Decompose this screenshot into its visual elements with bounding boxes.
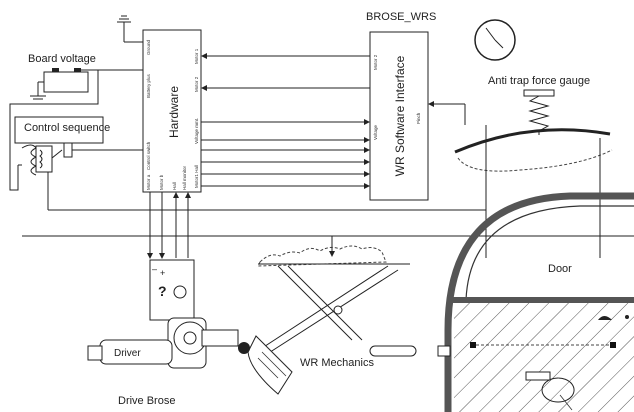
hardware-label: Hardware <box>167 86 181 138</box>
svg-text:Hall monitor: Hall monitor <box>182 165 187 190</box>
control-sequence-label: Control sequence <box>24 122 110 134</box>
svg-text:Control switch: Control switch <box>146 141 151 170</box>
svg-text:Motor b: Motor b <box>159 174 164 190</box>
svg-text:Motor 1: Motor 1 <box>194 48 199 64</box>
svg-text:Battery plus: Battery plus <box>146 73 151 98</box>
wr-mechanics-label: WR Mechanics <box>300 357 374 369</box>
control-sequence: Control sequence <box>14 116 143 176</box>
svg-text:Motor 2: Motor 2 <box>194 76 199 92</box>
hardware-block: Hardware Ground Battery plus Control swi… <box>142 29 202 193</box>
svg-text:Motor a: Motor a <box>146 174 151 190</box>
svg-text:Ground: Ground <box>146 39 151 55</box>
svg-text:–: – <box>152 264 157 274</box>
svg-text:Motor1 Hall: Motor1 Hall <box>194 165 199 188</box>
svg-text:Voltage mmt.: Voltage mmt. <box>194 118 199 144</box>
door-label: Door <box>548 263 572 275</box>
svg-text:Hall: Hall <box>172 182 177 190</box>
svg-text:Voltage: Voltage <box>373 124 378 140</box>
anti-trap-label: Anti trap force gauge <box>488 75 590 87</box>
question-mark: ? <box>158 283 167 299</box>
board-voltage-label: Board voltage <box>28 53 96 65</box>
svg-text:Motor 2: Motor 2 <box>373 54 378 70</box>
battery-icon: Board voltage <box>28 53 143 100</box>
wr-mechanics: WR Mechanics <box>238 236 451 395</box>
wrs-block: BROSE_WRS WR Software Interface Motor 2 … <box>366 11 436 201</box>
signal-lines <box>201 53 466 189</box>
anti-trap-gauge: Anti trap force gauge <box>454 19 613 258</box>
brose-wrs-label: BROSE_WRS <box>366 11 436 23</box>
driver-label: Driver <box>114 348 141 359</box>
svg-text:Pinch: Pinch <box>416 112 421 124</box>
ground-symbol <box>117 15 143 43</box>
wrs-label: WR Software Interface <box>393 55 407 176</box>
door: Door <box>444 192 634 412</box>
drive-motor: + – ? Driver Drive Brose <box>87 259 239 407</box>
svg-text:+: + <box>160 268 165 278</box>
drive-brose-label: Drive Brose <box>118 395 175 407</box>
